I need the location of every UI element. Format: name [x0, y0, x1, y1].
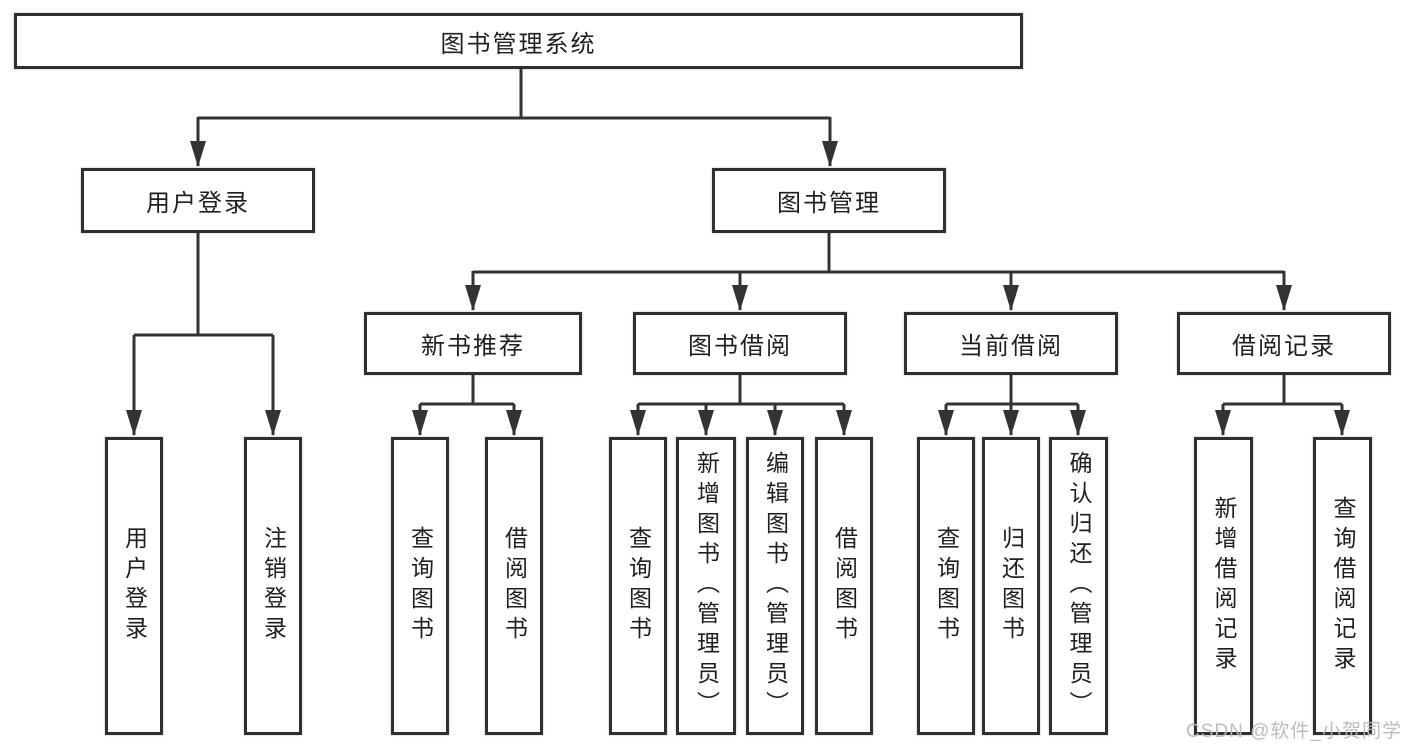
leaf-borrow-borrow-books: 借阅图书: [815, 437, 873, 735]
leaf-query-borrow-record: 查询借阅记录: [1313, 437, 1372, 735]
edges-current-children: [938, 375, 1086, 436]
node-borrow-records: 借阅记录: [1177, 312, 1391, 375]
leaf-user-login-label: 用户登录: [121, 526, 148, 646]
leaf-borrow-add-books-admin-label: 新增图书（管理员）: [693, 451, 720, 721]
node-book-management-label: 图书管理: [777, 190, 881, 217]
leaf-recommend-query-books-label: 查询图书: [407, 526, 434, 646]
leaf-current-confirm-return-admin: 确认归还（管理员）: [1049, 437, 1108, 735]
edges-recommend-children: [412, 375, 522, 436]
leaf-borrow-query-books: 查询图书: [609, 437, 667, 735]
node-user-login-label: 用户登录: [146, 190, 250, 217]
leaf-current-query-books-label: 查询图书: [933, 526, 960, 646]
edges-borrow-children: [630, 375, 852, 436]
node-book-management: 图书管理: [712, 168, 946, 233]
node-book-borrow: 图书借阅: [633, 312, 847, 375]
leaf-current-confirm-return-admin-label: 确认归还（管理员）: [1066, 451, 1092, 721]
node-new-book-recommend: 新书推荐: [364, 312, 582, 375]
leaf-logout-login-label: 注销登录: [260, 526, 287, 646]
node-user-login: 用户登录: [81, 168, 315, 233]
node-root-label: 图书管理系统: [440, 30, 597, 58]
leaf-recommend-query-books: 查询图书: [391, 437, 449, 735]
node-new-book-recommend-label: 新书推荐: [421, 333, 525, 360]
leaf-add-borrow-record-label: 新增借阅记录: [1211, 496, 1237, 676]
leaf-current-return-books-label: 归还图书: [998, 526, 1025, 646]
node-book-borrow-label: 图书借阅: [688, 333, 792, 360]
node-borrow-records-label: 借阅记录: [1232, 333, 1336, 360]
edges-login-children: [126, 233, 281, 436]
node-current-borrow: 当前借阅: [904, 312, 1118, 375]
leaf-borrow-edit-books-admin-label: 编辑图书（管理员）: [762, 451, 789, 721]
leaf-recommend-borrow-books: 借阅图书: [485, 437, 543, 735]
csdn-watermark: CSDN @软件_小贺同学: [1186, 721, 1402, 742]
edges-root-to-level2: [190, 69, 838, 167]
leaf-logout-login: 注销登录: [244, 437, 302, 735]
leaf-borrow-borrow-books-label: 借阅图书: [831, 526, 858, 646]
leaf-recommend-borrow-books-label: 借阅图书: [501, 526, 528, 646]
edges-mgmt-to-level3: [465, 233, 1292, 311]
leaf-borrow-query-books-label: 查询图书: [625, 526, 652, 646]
leaf-query-borrow-record-label: 查询借阅记录: [1330, 496, 1356, 676]
leaf-user-login: 用户登录: [105, 437, 163, 735]
node-current-borrow-label: 当前借阅: [959, 333, 1063, 360]
leaf-borrow-add-books-admin: 新增图书（管理员）: [676, 437, 736, 735]
edges-record-children: [1215, 375, 1350, 436]
leaf-add-borrow-record: 新增借阅记录: [1194, 437, 1253, 735]
leaf-borrow-edit-books-admin: 编辑图书（管理员）: [746, 437, 804, 735]
leaf-current-query-books: 查询图书: [917, 437, 975, 735]
leaf-current-return-books: 归还图书: [982, 437, 1040, 735]
node-root: 图书管理系统: [14, 13, 1023, 69]
